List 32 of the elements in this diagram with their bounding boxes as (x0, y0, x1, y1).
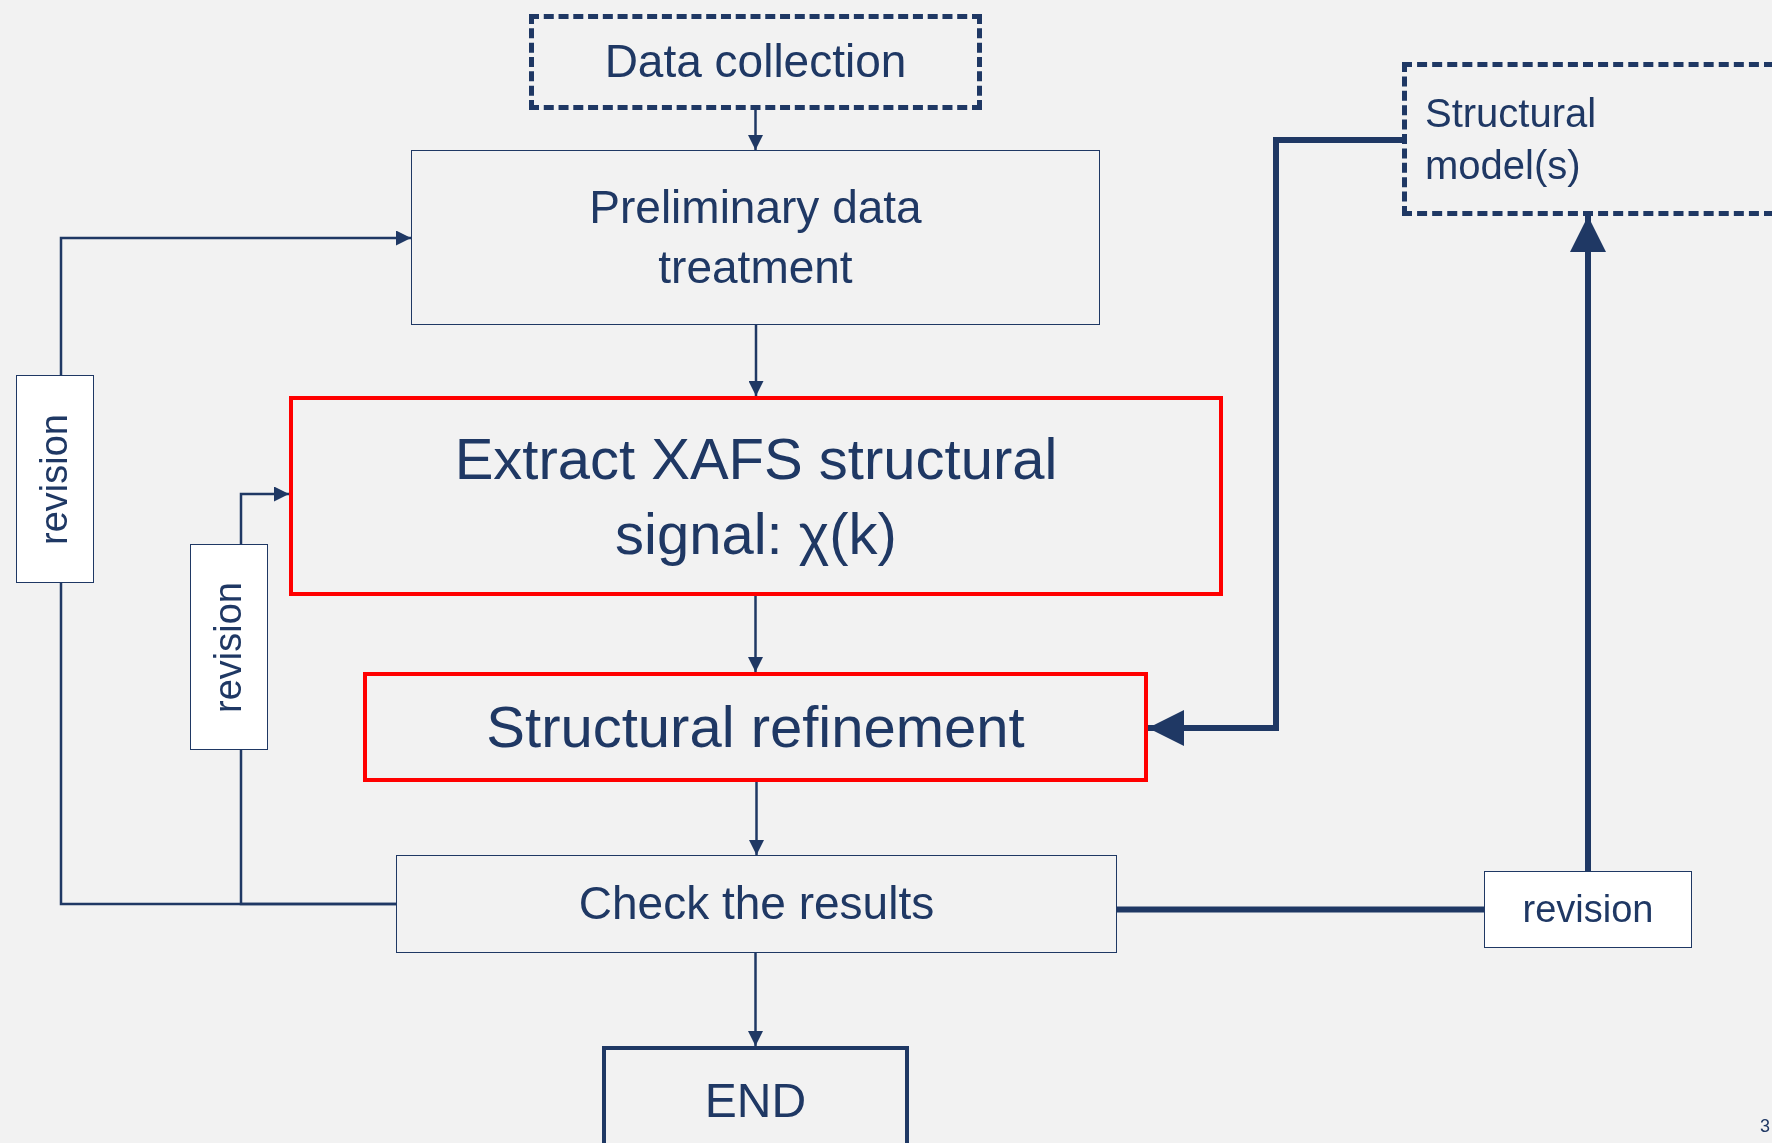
arrow (748, 953, 763, 1046)
highlighted-process-box (289, 396, 1223, 596)
revision-box (190, 544, 268, 750)
arrow (1570, 216, 1606, 871)
node-label: revision (206, 581, 251, 713)
dashed-box (1402, 62, 1772, 216)
arrow (59, 230, 411, 375)
node-label: Preliminary data treatment (588, 179, 923, 295)
connector-line (1117, 906, 1484, 913)
arrow (749, 782, 764, 855)
node-label: Structural refinement (486, 693, 1025, 762)
dashed-box (529, 14, 982, 110)
connector-line (239, 750, 396, 906)
node-label: Extract XAFS structural signal: χ(k) (453, 424, 1059, 568)
arrow (748, 325, 764, 396)
revision-box (1484, 871, 1692, 948)
node-label: revision (32, 413, 77, 545)
end-box (602, 1046, 909, 1143)
process-box (411, 150, 1100, 325)
node-label: END (704, 1072, 807, 1129)
node-label: revision (1522, 886, 1654, 932)
node-label: Data collection (604, 34, 907, 90)
process-box (396, 855, 1117, 953)
arrow (239, 486, 289, 544)
revision-box (16, 375, 94, 583)
arrow (748, 110, 763, 150)
arrow (748, 596, 763, 672)
page-number: 3 (1760, 1116, 1770, 1137)
node-label: Structural model(s) (1425, 90, 1598, 189)
arrow (1148, 137, 1402, 746)
node-label: Check the results (578, 876, 935, 932)
highlighted-process-box (363, 672, 1148, 782)
